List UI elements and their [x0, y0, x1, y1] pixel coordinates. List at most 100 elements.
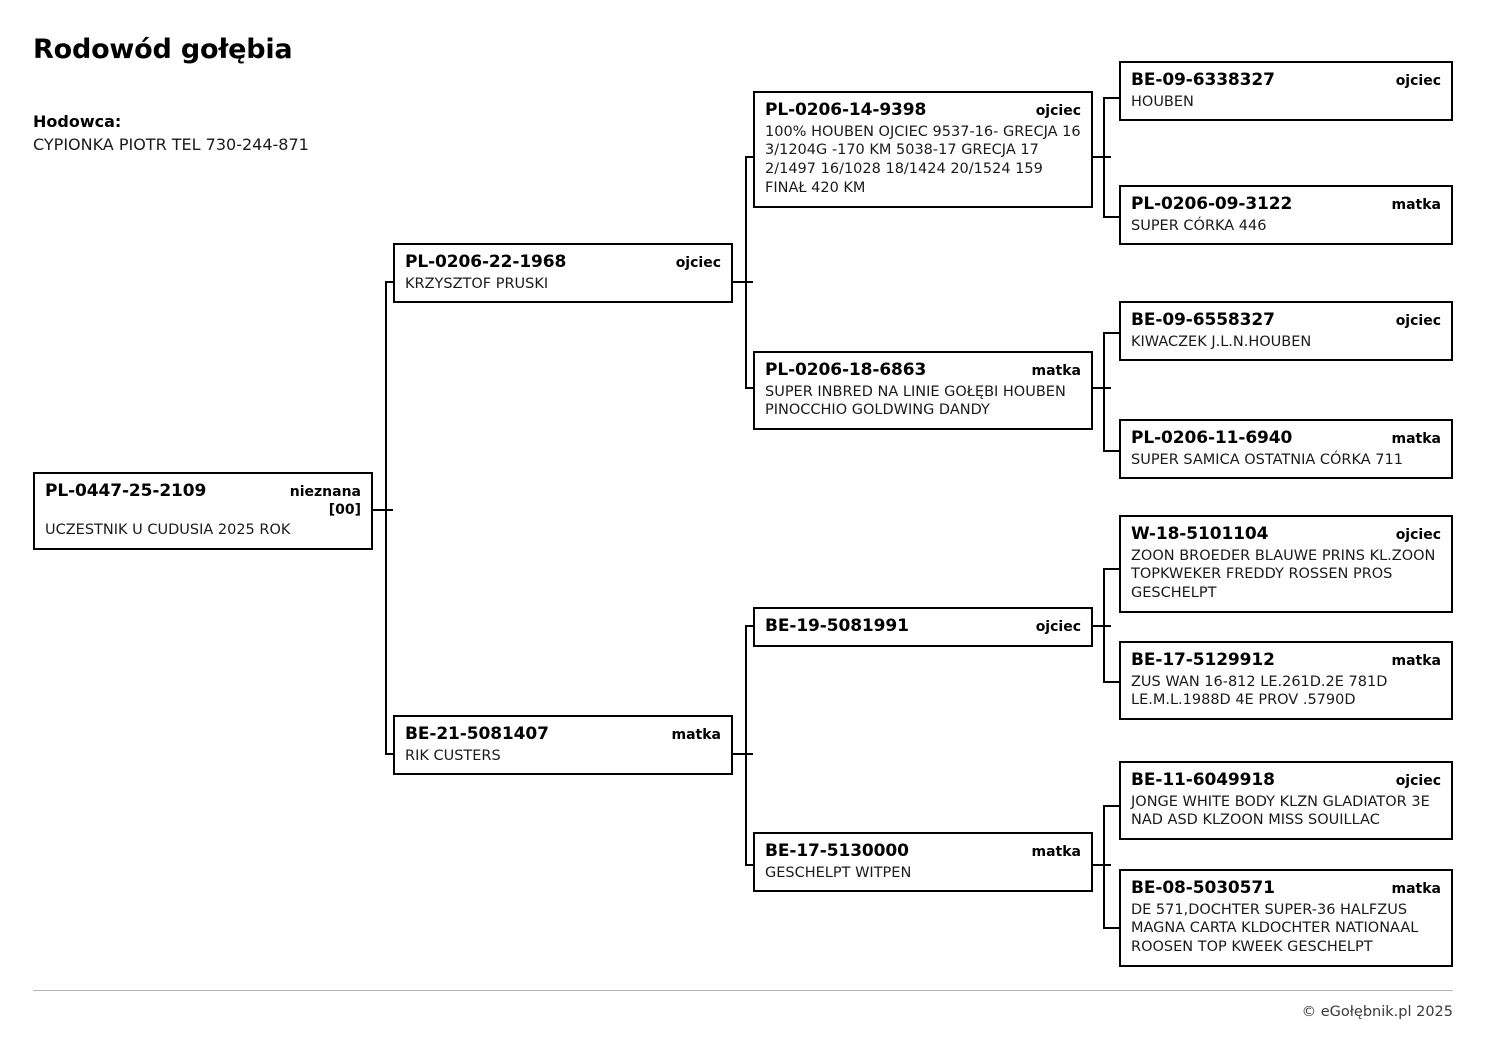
node-gen3-1[interactable]: BE-09-6338327 ojciec HOUBEN [1119, 61, 1453, 122]
footer-copyright: © eGołębnik.pl 2025 [1301, 1004, 1453, 1020]
node-ring: BE-21-5081407 [405, 724, 549, 744]
connector-gen3-1-arm [1103, 97, 1121, 99]
connector-gen2-1-arm [745, 387, 755, 389]
connector-gen1-spine [385, 281, 387, 755]
node-description: DE 571,DOCHTER SUPER-36 HALFZUS MAGNA CA… [1131, 901, 1419, 956]
connector-gen2-3-arm [745, 864, 755, 866]
node-gen2-father-father[interactable]: PL-0206-14-9398 ojciec 100% HOUBEN OJCIE… [753, 91, 1093, 208]
connector-gen3-5-arm [1103, 568, 1121, 570]
node-role: matka [1391, 197, 1442, 213]
node-description: RIK CUSTERS [405, 747, 501, 764]
node-header: BE-21-5081407 matka [405, 724, 721, 745]
connector-subject-stub [373, 509, 393, 511]
breeder-name: CYPIONKA PIOTR TEL 730-244-871 [33, 135, 309, 155]
node-ring: BE-09-6338327 [1131, 70, 1275, 90]
connector-gen1-father-stub [733, 281, 753, 283]
node-description: KRZYSZTOF PRUSKI [405, 275, 549, 292]
node-description: ZOON BROEDER BLAUWE PRINS KL.ZOON TOPKWE… [1131, 547, 1436, 602]
node-gen3-8[interactable]: BE-08-5030571 matka DE 571,DOCHTER SUPER… [1119, 869, 1453, 968]
node-description: 100% HOUBEN OJCIEC 9537-16- GRECJA 16 3/… [765, 123, 1081, 197]
node-ring: PL-0206-18-6863 [765, 360, 927, 380]
node-subject[interactable]: PL-0447-25-2109 nieznana[00] UCZESTNIK U… [33, 472, 373, 550]
node-role: nieznana[00] [290, 484, 361, 519]
node-role: matka [1031, 363, 1082, 379]
node-role: matka [1391, 881, 1442, 897]
node-gen3-3[interactable]: BE-09-6558327 ojciec KIWACZEK J.L.N.HOUB… [1119, 301, 1453, 362]
node-role: matka [1031, 844, 1082, 860]
connector-gen3-pair3-spine [1103, 568, 1105, 681]
node-role-text: nieznana [289, 484, 361, 500]
node-ring: PL-0206-14-9398 [765, 100, 927, 120]
node-role: ojciec [1395, 773, 1441, 789]
node-ring: W-18-5101104 [1131, 524, 1269, 544]
node-role: ojciec [675, 255, 721, 271]
node-ring: BE-09-6558327 [1131, 310, 1275, 330]
connector-gen1-mother-stub [733, 753, 753, 755]
connector-gen3-pair2-spine [1103, 332, 1105, 450]
node-gen1-father[interactable]: PL-0206-22-1968 ojciec KRZYSZTOF PRUSKI [393, 243, 733, 304]
node-header: PL-0206-09-3122 matka [1131, 194, 1441, 215]
connector-gen1-mother-arm [385, 753, 395, 755]
node-ring: BE-11-6049918 [1131, 770, 1275, 790]
node-ring: PL-0447-25-2109 [45, 481, 207, 501]
node-header: W-18-5101104 ojciec [1131, 524, 1441, 545]
node-ring: BE-17-5129912 [1131, 650, 1275, 670]
connector-gen2-1-stub [1093, 387, 1111, 389]
node-gen3-4[interactable]: PL-0206-11-6940 matka SUPER SAMICA OSTAT… [1119, 419, 1453, 480]
page-title: Rodowód gołębia [33, 34, 293, 65]
connector-gen2-0-stub [1093, 156, 1111, 158]
node-header: BE-19-5081991 ojciec [765, 616, 1081, 637]
node-role: matka [1391, 653, 1442, 669]
node-header: BE-09-6558327 ojciec [1131, 310, 1441, 331]
node-ring: PL-0206-22-1968 [405, 252, 567, 272]
connector-gen3-3-arm [1103, 332, 1121, 334]
node-gen3-6[interactable]: BE-17-5129912 matka ZUS WAN 16-812 LE.26… [1119, 641, 1453, 721]
node-header: BE-08-5030571 matka [1131, 878, 1441, 899]
node-ring: BE-17-5130000 [765, 841, 909, 861]
breeder-label: Hodowca: [33, 112, 122, 131]
node-ring: BE-19-5081991 [765, 616, 909, 636]
node-header: PL-0206-14-9398 ojciec [765, 100, 1081, 121]
connector-gen1-father-arm [385, 281, 395, 283]
node-description: JONGE WHITE BODY KLZN GLADIATOR 3E NAD A… [1131, 793, 1430, 829]
connector-gen3-6-arm [1103, 681, 1121, 683]
connector-gen3-4-arm [1103, 450, 1121, 452]
node-role: ojciec [1035, 619, 1081, 635]
connector-gen3-7-arm [1103, 805, 1121, 807]
node-gen3-7[interactable]: BE-11-6049918 ojciec JONGE WHITE BODY KL… [1119, 761, 1453, 841]
node-header: PL-0206-11-6940 matka [1131, 428, 1441, 449]
node-ring: PL-0206-09-3122 [1131, 194, 1293, 214]
connector-gen2-2-arm [745, 625, 755, 627]
node-role: ojciec [1395, 527, 1441, 543]
node-ring: PL-0206-11-6940 [1131, 428, 1293, 448]
node-description: ZUS WAN 16-812 LE.261D.2E 781D LE.M.L.19… [1131, 673, 1388, 709]
node-gen3-5[interactable]: W-18-5101104 ojciec ZOON BROEDER BLAUWE … [1119, 515, 1453, 614]
node-gen1-mother[interactable]: BE-21-5081407 matka RIK CUSTERS [393, 715, 733, 776]
node-gen2-father-mother[interactable]: PL-0206-18-6863 matka SUPER INBRED NA LI… [753, 351, 1093, 431]
connector-gen2-upper-spine [745, 156, 747, 389]
node-header: BE-17-5130000 matka [765, 841, 1081, 862]
node-role: matka [671, 727, 722, 743]
connector-gen3-2-arm [1103, 216, 1121, 218]
node-header: BE-09-6338327 ojciec [1131, 70, 1441, 91]
node-role: ojciec [1395, 73, 1441, 89]
node-role: ojciec [1035, 103, 1081, 119]
node-role: matka [1391, 431, 1442, 447]
node-description: HOUBEN [1131, 93, 1194, 110]
node-description: GESCHELPT WITPEN [765, 864, 912, 881]
node-description: SUPER SAMICA OSTATNIA CÓRKA 711 [1131, 451, 1403, 468]
node-gen3-2[interactable]: PL-0206-09-3122 matka SUPER CÓRKA 446 [1119, 185, 1453, 246]
node-header: PL-0206-22-1968 ojciec [405, 252, 721, 273]
connector-gen3-pair4-spine [1103, 805, 1105, 927]
connector-gen3-pair1-spine [1103, 97, 1105, 216]
node-description: UCZESTNIK U CUDUSIA 2025 ROK [45, 522, 291, 538]
node-role-extra: [00] [328, 501, 361, 518]
breeder-block: Hodowca: CYPIONKA PIOTR TEL 730-244-871 [33, 110, 309, 156]
connector-gen2-3-stub [1093, 864, 1111, 866]
node-role: ojciec [1395, 313, 1441, 329]
node-gen2-mother-mother[interactable]: BE-17-5130000 matka GESCHELPT WITPEN [753, 832, 1093, 893]
node-gen2-mother-father[interactable]: BE-19-5081991 ojciec [753, 607, 1093, 647]
node-header: PL-0206-18-6863 matka [765, 360, 1081, 381]
node-header: BE-17-5129912 matka [1131, 650, 1441, 671]
connector-gen2-lower-spine [745, 625, 747, 866]
